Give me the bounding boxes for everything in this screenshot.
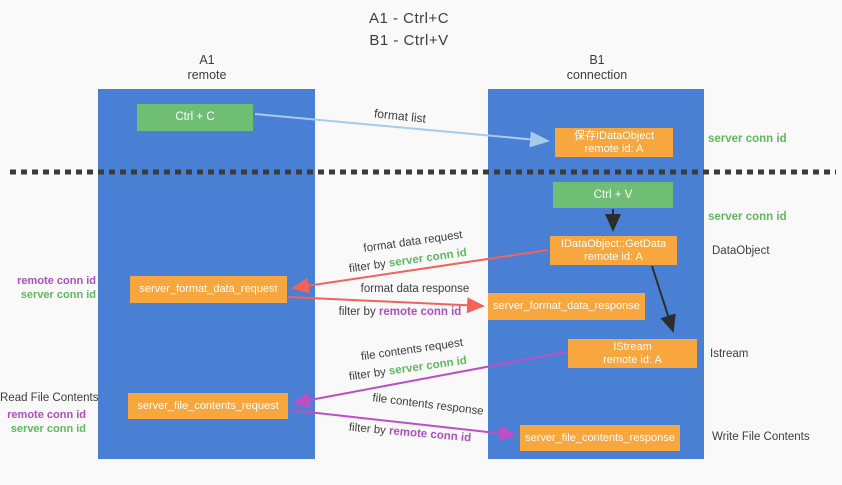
node-ctrl-v: Ctrl + V xyxy=(553,182,673,208)
server-conn-id-annotation: server conn id xyxy=(10,423,86,435)
filter-by-text: filter by xyxy=(338,306,379,318)
server-conn-id-text: server conn id xyxy=(388,354,468,378)
lane-b1-name: B1 xyxy=(589,53,605,67)
getdata-line1: IDataObject::GetData xyxy=(560,237,667,250)
remote-conn-id-annotation: remote conn id xyxy=(7,409,86,421)
server-file-contents-request-label: server_file_contents_request xyxy=(137,399,279,412)
write-file-contents-annotation: Write File Contents xyxy=(712,431,810,443)
node-ctrl-c: Ctrl + C xyxy=(137,104,253,131)
filter-by-text: filter by xyxy=(348,257,390,276)
istream-line2: remote id: A xyxy=(603,353,662,366)
filter-by-text: filter by xyxy=(348,365,390,384)
server-file-contents-response-label: server_file_contents_response xyxy=(525,431,675,444)
node-idataobject-getdata: IDataObject::GetData remote id: A xyxy=(550,236,677,265)
server-conn-id-annotation: server conn id xyxy=(20,289,96,301)
remote-conn-id-text: remote conn id xyxy=(378,306,462,318)
title-line-ctrl-v: B1 - Ctrl+V xyxy=(369,32,449,49)
lane-a1-role: remote xyxy=(187,68,227,82)
title-line-ctrl-c: A1 - Ctrl+C xyxy=(368,10,450,27)
lane-a1-name: A1 xyxy=(199,53,215,67)
format-conn-ids-annotation: remote conn id server conn id xyxy=(8,274,96,302)
format-list-label: format list xyxy=(373,106,427,126)
file-conn-ids-annotation: remote conn id server conn id xyxy=(0,408,86,436)
file-contents-response-filter: filter by remote conn id xyxy=(330,420,490,446)
save-idataobject-line1: 保存IDataObject xyxy=(573,129,655,142)
lane-header-a1: A1 remote xyxy=(137,53,277,83)
node-server-format-data-response: server_format_data_response xyxy=(488,293,645,320)
istream-annotation: Istream xyxy=(710,348,749,360)
remote-conn-id-text: remote conn id xyxy=(388,425,472,445)
node-save-idataobject: 保存IDataObject remote id: A xyxy=(555,128,673,157)
ctrl-v-label: Ctrl + V xyxy=(593,188,633,201)
diagram-title: A1 - Ctrl+C B1 - Ctrl+V xyxy=(279,8,539,52)
remote-conn-id-annotation: remote conn id xyxy=(17,275,96,287)
ctrl-c-label: Ctrl + C xyxy=(175,111,215,123)
server-conn-id-annotation-mid: server conn id xyxy=(708,211,787,223)
node-istream: IStream remote id: A xyxy=(568,339,697,368)
server-conn-id-text: server conn id xyxy=(388,246,468,270)
dataobject-annotation: DataObject xyxy=(712,245,770,257)
server-format-data-response-label: server_format_data_response xyxy=(493,300,640,312)
file-contents-response-label: file contents response xyxy=(371,392,485,418)
lane-b1-role: connection xyxy=(566,68,628,82)
filter-by-text: filter by xyxy=(348,421,390,438)
server-format-data-request-label: server_format_data_request xyxy=(139,283,278,295)
lane-header-b1: B1 connection xyxy=(527,53,667,83)
node-server-file-contents-request: server_file_contents_request xyxy=(128,393,288,419)
format-data-response-filter: filter by remote conn id xyxy=(325,306,475,318)
node-server-file-contents-response: server_file_contents_response xyxy=(520,425,680,451)
format-data-response-arrow xyxy=(287,296,485,314)
node-server-format-data-request: server_format_data_request xyxy=(130,276,287,303)
save-idataobject-line2: remote id: A xyxy=(584,142,644,155)
server-conn-id-annotation-top: server conn id xyxy=(708,133,787,145)
format-data-response-label: format data response xyxy=(360,283,470,295)
istream-line1: IStream xyxy=(613,340,652,353)
read-file-contents-annotation: Read File Contents xyxy=(0,392,99,404)
getdata-line2: remote id: A xyxy=(584,250,643,263)
